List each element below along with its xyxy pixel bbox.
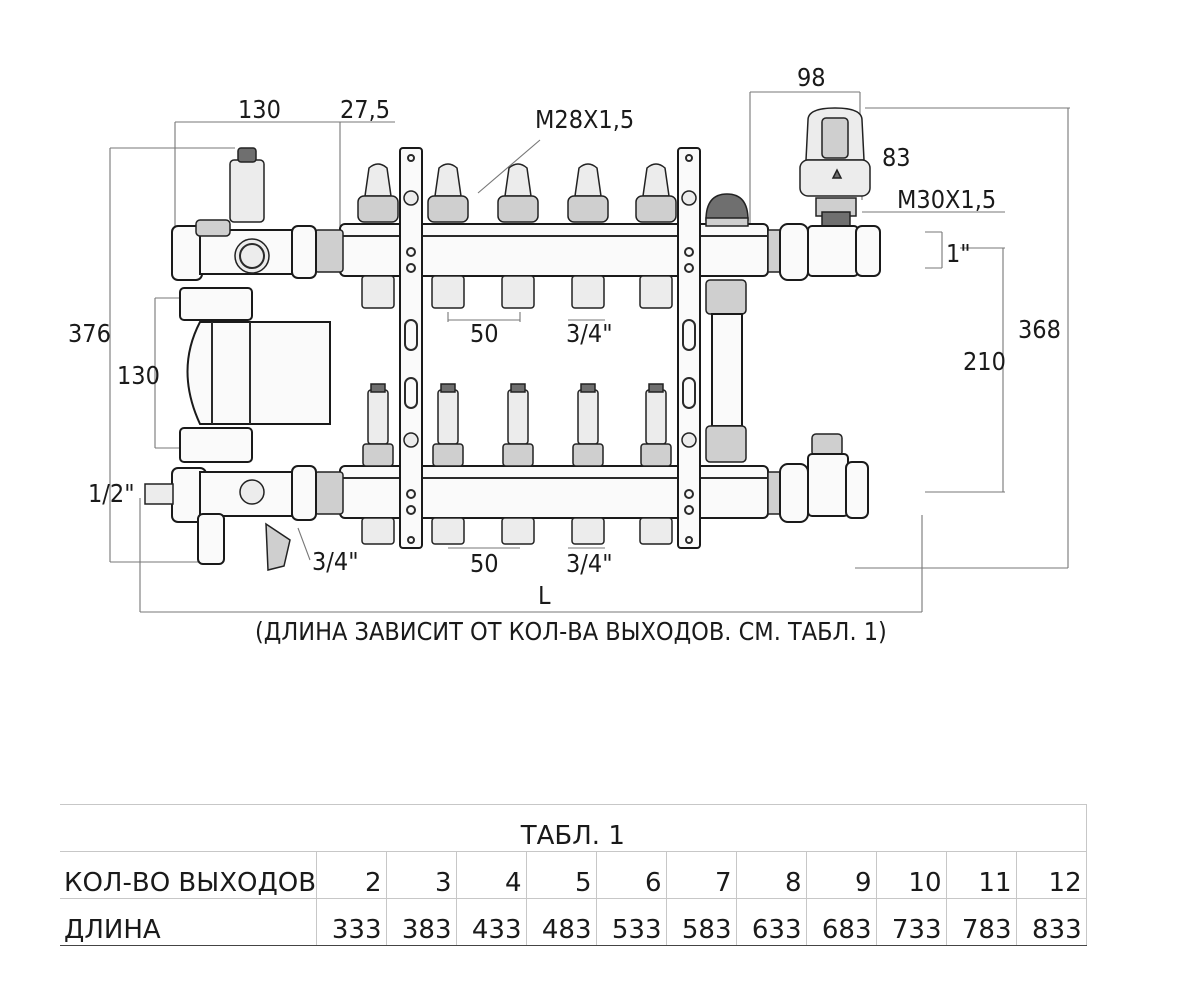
dimension-lines <box>109 91 1070 613</box>
dim-210: 210 <box>963 347 1006 376</box>
flow-meter-base <box>640 443 672 467</box>
table-cell: 333 <box>315 898 386 946</box>
valve-cap-icon <box>642 163 670 197</box>
flow-meter-base <box>502 443 534 467</box>
valve-cap-icon <box>434 163 462 197</box>
flow-meter-icon <box>507 389 529 445</box>
table-cell: 5 <box>525 851 596 899</box>
flow-meters <box>362 383 672 467</box>
flow-meter-top <box>648 383 664 393</box>
table-cell: 483 <box>525 898 596 946</box>
lower-outlets <box>361 517 673 545</box>
dim-376: 376 <box>68 319 111 348</box>
table-caption: ТАБЛ. 1 <box>60 804 1087 852</box>
dim-3-4-top: 3/4" <box>566 319 613 348</box>
row-label-length: ДЛИНА <box>60 898 316 946</box>
valve-cap-base <box>567 195 609 223</box>
valve-caps <box>357 163 677 223</box>
outlet-nipple <box>501 275 535 309</box>
table-cell: 4 <box>455 851 526 899</box>
length-note: (ДЛИНА ЗАВИСИТ ОТ КОЛ-ВА ВЫХОДОВ. СМ. ТА… <box>255 617 887 646</box>
valve-cap-icon <box>364 163 392 197</box>
table-cell: 2 <box>315 851 386 899</box>
flow-meter-icon <box>645 389 667 445</box>
outlet-nipple <box>639 275 673 309</box>
dim-27-5: 27,5 <box>340 95 390 124</box>
table-cell: 7 <box>665 851 736 899</box>
flow-meter-top <box>370 383 386 393</box>
outlet-nipple <box>431 517 465 545</box>
dim-130-top: 130 <box>238 95 281 124</box>
row-label-outlets: КОЛ-ВО ВЫХОДОВ <box>60 851 316 899</box>
upper-manifold-bar <box>291 223 809 281</box>
table-cell: 9 <box>805 851 876 899</box>
valve-cap-base <box>497 195 539 223</box>
flow-meter-top <box>580 383 596 393</box>
dim-98: 98 <box>797 63 826 92</box>
table-cell: 11 <box>945 851 1016 899</box>
table-row-length: ДЛИНА 333 383 433 483 533 583 633 683 73… <box>60 898 1087 946</box>
dim-50-bottom: 50 <box>470 549 499 578</box>
outlet-nipple <box>571 275 605 309</box>
dim-1-inch: 1" <box>946 239 971 268</box>
dim-130-side: 130 <box>117 361 160 390</box>
outlet-nipple <box>501 517 535 545</box>
table-row-outlets: КОЛ-ВО ВЫХОДОВ 2 3 4 5 6 7 8 9 10 11 12 <box>60 851 1087 899</box>
table-cell: 783 <box>945 898 1016 946</box>
outlet-nipple <box>571 517 605 545</box>
outlet-nipple <box>431 275 465 309</box>
table-cell: 8 <box>735 851 806 899</box>
dim-1-2: 1/2" <box>88 479 135 508</box>
outlet-nipple <box>361 517 395 545</box>
drain-valve-icon <box>807 433 869 519</box>
pump-group <box>144 147 331 571</box>
flow-meter-base <box>572 443 604 467</box>
dim-l: L <box>538 581 551 610</box>
table-cell: 583 <box>665 898 736 946</box>
flow-meter-icon <box>437 389 459 445</box>
air-vent-icon <box>705 193 749 227</box>
table-cell: 12 <box>1015 851 1087 899</box>
manifold-drawing: 130 27,5 M28X1,5 98 83 M30X1,5 1" 376 13… <box>68 63 1070 646</box>
flow-meter-top <box>510 383 526 393</box>
valve-cap-base <box>427 195 469 223</box>
upper-outlets <box>361 275 673 309</box>
valve-cap-icon <box>504 163 532 197</box>
valve-cap-base <box>635 195 677 223</box>
thread-m30-label: M30X1,5 <box>897 185 996 214</box>
flow-meter-base <box>362 443 394 467</box>
mounting-brackets <box>399 147 701 549</box>
flow-meter-top <box>440 383 456 393</box>
table-cell: 433 <box>455 898 526 946</box>
dim-83: 83 <box>882 143 911 172</box>
table-cell: 683 <box>805 898 876 946</box>
table-cell: 10 <box>875 851 946 899</box>
table-cell: 633 <box>735 898 806 946</box>
dimension-labels: 130 27,5 M28X1,5 98 83 M30X1,5 1" 376 13… <box>68 63 1061 646</box>
thread-m28-label: M28X1,5 <box>535 105 634 134</box>
outlet-nipple <box>361 275 395 309</box>
lower-manifold-bar <box>291 463 809 523</box>
valve-cap-icon <box>574 163 602 197</box>
dim-50-top: 50 <box>470 319 499 348</box>
bypass-pipe <box>705 279 747 463</box>
table-cell: 383 <box>385 898 456 946</box>
outlet-nipple <box>639 517 673 545</box>
table-cell: 733 <box>875 898 946 946</box>
dim-3-4-bottom: 3/4" <box>566 549 613 578</box>
flow-meter-base <box>432 443 464 467</box>
flow-meter-icon <box>367 389 389 445</box>
flow-meter-icon <box>577 389 599 445</box>
outlets-length-table: ТАБЛ. 1 КОЛ-ВО ВЫХОДОВ 2 3 4 5 6 7 8 9 1… <box>60 804 1087 946</box>
table-cell: 6 <box>595 851 666 899</box>
table-cell: 533 <box>595 898 666 946</box>
table-cell: 833 <box>1015 898 1087 946</box>
table-cell: 3 <box>385 851 456 899</box>
dim-3-4-left: 3/4" <box>312 547 359 576</box>
thermostatic-head-icon <box>799 107 881 277</box>
dim-368: 368 <box>1018 315 1061 344</box>
valve-cap-base <box>357 195 399 223</box>
